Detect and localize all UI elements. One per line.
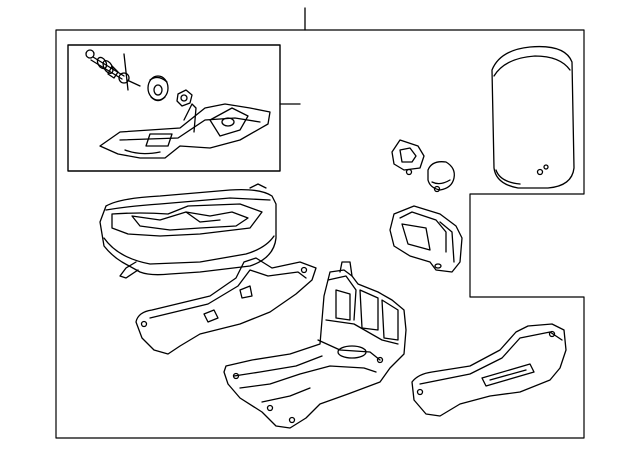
storage-bin-icon	[99, 183, 277, 279]
assembly-frame	[55, 7, 585, 439]
latch-knob-icon	[427, 161, 455, 193]
bracket-icon	[389, 205, 463, 273]
hinge-assembly-icon	[99, 103, 271, 159]
nut-icon	[176, 89, 193, 107]
side-panel-icon	[411, 323, 567, 417]
console-frame-icon	[223, 261, 407, 429]
bolt-icon	[85, 49, 141, 91]
armrest-lid-icon	[491, 45, 575, 189]
side-panel-icon	[135, 257, 317, 355]
washer-icon	[147, 75, 169, 102]
latch-button-icon	[391, 139, 425, 176]
inset-frame	[67, 44, 301, 172]
